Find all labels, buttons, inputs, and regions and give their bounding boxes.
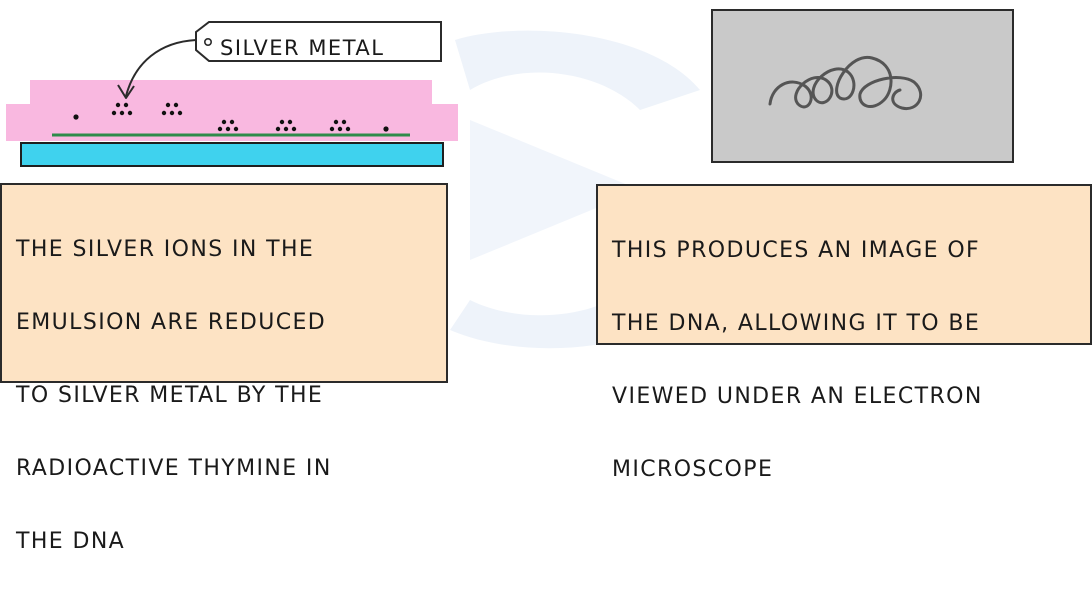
caption-left-line: THE SILVER IONS IN THE — [16, 236, 315, 262]
caption-box-left: THE SILVER IONS IN THE EMULSION ARE REDU… — [0, 183, 448, 554]
arrow-pointer-icon — [125, 39, 197, 97]
diagram-canvas — [6, 9, 1014, 167]
electron-micrograph — [711, 9, 1014, 163]
glass-slide — [20, 142, 444, 167]
caption-box-right: THIS PRODUCES AN IMAGE OF THE DNA, ALLOW… — [596, 184, 1092, 482]
label-tag-outline — [195, 21, 442, 62]
arrow-head — [117, 84, 135, 99]
caption-right-line: MICROSCOPE — [612, 456, 774, 482]
caption-right-line: THIS PRODUCES AN IMAGE OF — [612, 237, 981, 263]
emulsion-layer — [6, 80, 458, 141]
dna-strand-icon — [768, 55, 923, 111]
silver-grains — [73, 102, 389, 132]
tag-hole-icon — [204, 37, 213, 46]
caption-right-line: VIEWED UNDER AN ELECTRON — [612, 383, 983, 409]
caption-left-line: EMULSION ARE REDUCED — [16, 309, 327, 335]
caption-right-line: THE DNA, ALLOWING IT TO BE — [612, 310, 981, 336]
silver-metal-label: SILVER METAL — [220, 36, 385, 60]
caption-left-line: RADIOACTIVE THYMINE IN — [16, 455, 332, 481]
caption-left-line: THE DNA — [16, 528, 126, 554]
